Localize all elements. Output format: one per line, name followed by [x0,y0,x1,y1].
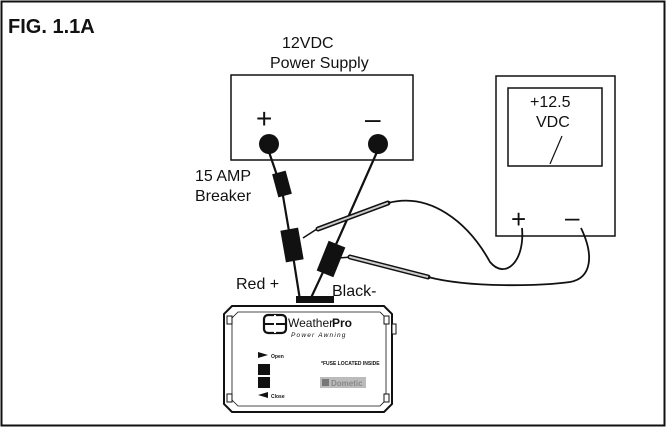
multimeter-reading-line2: VDC [536,114,570,131]
open-arrow-icon [258,352,268,358]
controller-side-port [391,323,397,335]
brand-tagline: Power Awning [291,332,347,339]
black-wire-connector [316,240,346,278]
close-arrow-icon [258,392,268,398]
power-supply-plus-symbol: + [256,103,272,134]
brand-word2: Pro [332,316,352,330]
brand-word1: Weather [288,316,333,330]
controller-cable-gland [296,296,334,303]
power-supply-negative-terminal [368,134,388,154]
multimeter-plus-symbol: + [511,204,526,234]
close-label: Close [271,394,285,400]
multimeter-needle [549,135,563,165]
fuse-note: *FUSE LOCATED INSIDE [321,361,380,367]
multimeter-reading-line1: +12.5 [530,94,571,111]
breaker-block [272,170,292,198]
maker-text: Dometic [331,379,363,388]
power-supply-minus-symbol: – [365,103,381,134]
multimeter-minus-symbol: – [565,202,580,232]
power-supply-label-line1: 12VDC [282,35,334,52]
red-wire [267,151,302,301]
maker-logo: Dometic [320,377,366,388]
breaker-label-line1: 15 AMP [195,168,251,185]
probe-negative-lead [427,227,590,287]
power-supply-label-line2: Power Supply [270,55,369,72]
breaker-label-line2: Breaker [195,188,252,205]
open-label: Open [271,354,284,360]
black-wire-label: Black- [332,283,376,300]
red-wire-label: Red + [236,276,279,293]
black-wire [309,151,379,301]
power-supply-positive-terminal [259,134,279,154]
figure-label: FIG. 1.1A [8,16,95,38]
weatherpro-logo-mark [262,313,288,335]
probe-positive-lead [387,199,524,270]
red-wire-connector [280,227,304,263]
